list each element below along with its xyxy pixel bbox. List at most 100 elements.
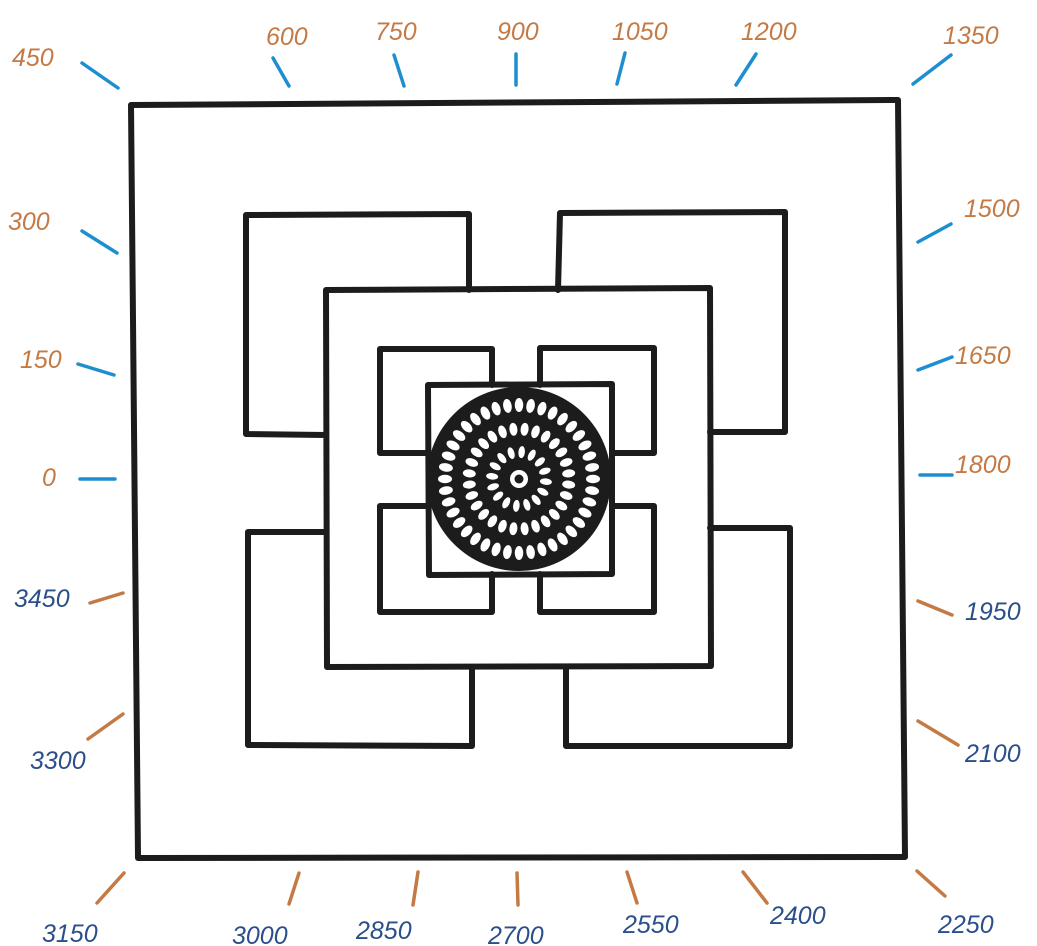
medallion-petal <box>487 430 498 443</box>
bracket-top-right <box>555 209 788 435</box>
medallion-petal <box>460 525 473 538</box>
medallion-petal <box>562 469 576 478</box>
medallion-petal <box>518 446 525 459</box>
medallion-petal <box>498 425 507 439</box>
medallion-petal <box>503 545 512 560</box>
bottom-tick <box>625 870 639 905</box>
medallion-petal <box>534 457 545 467</box>
bottom-degree-label: 2850 <box>355 917 412 945</box>
medallion-petal <box>582 497 597 507</box>
medallion-petal <box>562 480 576 489</box>
medallion-petal <box>527 449 536 461</box>
bottom-tick <box>915 869 947 898</box>
medallion-petal <box>470 412 481 426</box>
medallion-petal <box>578 507 592 518</box>
medallion-petal <box>540 515 551 528</box>
medallion-petal <box>565 420 578 433</box>
medallion-petal <box>582 451 597 461</box>
medallion-petal <box>491 542 501 557</box>
bottom-degree-label: 2250 <box>937 911 994 939</box>
medallion-petal <box>586 474 600 484</box>
right-degree-label: 1650 <box>955 342 1011 370</box>
left-degree-label: 150 <box>20 346 62 374</box>
medallion-petal <box>438 463 453 472</box>
medallion-petal <box>514 398 524 412</box>
medallion-petal <box>557 412 568 426</box>
medallion-petal <box>572 517 586 528</box>
medallion-petal <box>493 491 504 501</box>
medallion-petal <box>438 486 453 495</box>
central-medallion <box>427 387 611 571</box>
inner-square <box>425 381 615 578</box>
top-degree-label: 900 <box>497 18 539 46</box>
right-tick <box>916 355 954 372</box>
medallion-petal <box>470 532 481 546</box>
medallion-petal <box>486 473 499 480</box>
medallion-petal <box>559 491 573 500</box>
bottom-degree-label: 2700 <box>487 922 544 946</box>
medallion-petal <box>523 499 531 511</box>
top-tick <box>271 56 291 88</box>
top-tick <box>80 61 120 90</box>
top-degree-label: 450 <box>12 44 54 72</box>
medallion-petal <box>480 406 491 420</box>
inner-bracket-bottom-left <box>377 503 495 615</box>
medallion-petal <box>478 438 490 450</box>
medallion-petal <box>565 525 578 538</box>
right-tick <box>916 599 954 617</box>
medallion-petal <box>539 478 552 485</box>
medallion-petal <box>465 458 479 467</box>
bracket-bottom-left <box>245 529 475 749</box>
medallion-petal <box>547 406 558 420</box>
top-tick <box>392 53 406 88</box>
medallion-petal <box>537 401 547 416</box>
medallion-petal <box>498 519 507 533</box>
medallion-petal <box>462 480 476 489</box>
medallion-petal <box>585 486 600 495</box>
medallion-petal <box>537 542 547 557</box>
left-degree-label: 3300 <box>30 747 86 775</box>
bottom-degree-label: 3150 <box>42 920 98 946</box>
medallion-petal <box>446 507 460 518</box>
medallion-petal <box>462 469 476 478</box>
medallion-petal <box>531 519 540 533</box>
bottom-tick <box>411 870 420 907</box>
medallion-petal <box>441 451 456 461</box>
left-degree-label: 3450 <box>14 585 70 613</box>
right-degree-label: 2100 <box>964 740 1021 768</box>
bottom-tick <box>95 871 126 905</box>
medallion-petal <box>540 430 551 443</box>
bottom-tick <box>287 871 301 906</box>
medallion-petal <box>441 497 456 507</box>
outer-square <box>128 97 908 861</box>
top-degree-label: 600 <box>266 23 308 51</box>
left-tick <box>88 591 125 605</box>
medallion-petal <box>507 447 515 459</box>
medallion-petal <box>539 467 551 475</box>
center-dot <box>514 474 524 484</box>
medallion-petal <box>470 447 483 458</box>
medallion-petal <box>548 438 560 450</box>
bottom-degree-label: 2400 <box>769 902 826 930</box>
medallion-petal <box>513 499 520 512</box>
medallion-petal <box>470 500 483 511</box>
middle-square <box>323 285 714 670</box>
right-degree-label: 1950 <box>965 598 1021 626</box>
left-tick <box>80 229 119 255</box>
right-tick <box>916 222 953 244</box>
top-degree-label: 1200 <box>741 18 797 46</box>
medallion-petal <box>578 440 592 451</box>
medallion-petal <box>446 440 460 451</box>
medallion-petal <box>547 538 558 552</box>
top-tick <box>615 51 627 86</box>
medallion-petal <box>478 508 490 520</box>
medallion-petal <box>520 522 529 536</box>
medallion-petal <box>503 398 512 413</box>
bracket-top-left <box>243 211 472 438</box>
medallion-petal <box>452 517 466 528</box>
medallion-petal <box>480 538 491 552</box>
top-tick <box>911 53 953 86</box>
right-degree-label: 1800 <box>955 451 1011 479</box>
